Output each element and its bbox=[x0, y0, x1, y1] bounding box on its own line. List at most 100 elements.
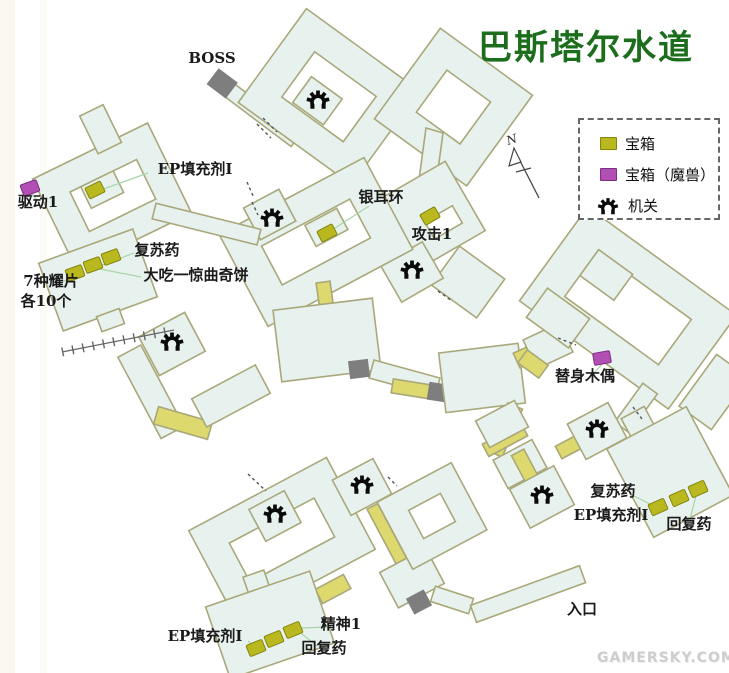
map-label: 7种耀片 bbox=[23, 272, 78, 290]
watermark: GAMERSKY.COM bbox=[597, 650, 729, 666]
label-connector-line bbox=[331, 205, 370, 231]
label-connector-line bbox=[99, 268, 142, 278]
map-label: 回复药 bbox=[666, 515, 711, 533]
treasure-chest-marker bbox=[282, 621, 304, 639]
treasure-chest-marker bbox=[263, 630, 285, 648]
room-shape bbox=[525, 287, 591, 349]
label-connector-line bbox=[301, 633, 318, 647]
room bbox=[190, 363, 272, 429]
map-label: 驱动1 bbox=[18, 193, 58, 211]
entrance-corridor bbox=[469, 564, 587, 624]
mechanism-room bbox=[508, 464, 576, 530]
corridor-shape bbox=[469, 564, 587, 624]
monster-chest-marker bbox=[592, 350, 612, 366]
room-shape bbox=[247, 489, 303, 543]
monster-chest-marker bbox=[19, 179, 41, 197]
map-label: 复苏药 bbox=[589, 482, 635, 500]
corridor bbox=[151, 202, 262, 246]
room-shape bbox=[430, 245, 506, 319]
map-label: 替身木偶 bbox=[555, 367, 615, 385]
scan-artifact bbox=[0, 0, 15, 673]
room bbox=[474, 399, 530, 449]
map-label: BOSS bbox=[188, 49, 235, 67]
corridor-shape bbox=[429, 585, 475, 615]
map-label: 大吃一惊曲奇饼 bbox=[143, 266, 248, 284]
treasure-chest-marker bbox=[687, 480, 709, 498]
corridor bbox=[429, 585, 475, 615]
map-label: 攻击1 bbox=[412, 225, 452, 243]
doll-ring-room bbox=[518, 205, 729, 411]
page-title: 巴斯塔尔水道 bbox=[478, 28, 694, 68]
room-shape bbox=[331, 457, 393, 517]
map-label: 银耳环 bbox=[358, 188, 403, 206]
room-shape bbox=[95, 307, 126, 333]
room-shape bbox=[291, 75, 344, 126]
bottom-chest-room bbox=[204, 569, 336, 673]
room bbox=[677, 353, 729, 431]
room-shape bbox=[605, 405, 729, 539]
corridor-shape bbox=[151, 202, 262, 246]
door-block bbox=[405, 589, 433, 615]
treasure-chest-marker bbox=[100, 248, 122, 266]
legend-label: 机关 bbox=[628, 197, 659, 215]
map-label: 复苏药 bbox=[133, 241, 179, 259]
door bbox=[405, 589, 433, 615]
room-shape bbox=[190, 363, 272, 429]
door-connections bbox=[246, 117, 643, 492]
map-markers-layer: BOSSEP填充剂I驱动1复苏药大吃一惊曲奇饼7种耀片各10个银耳环攻击1替身木… bbox=[18, 49, 712, 657]
map-label: EP填充剂I bbox=[158, 160, 233, 178]
compass: N bbox=[504, 131, 540, 199]
mechanism-room bbox=[331, 457, 413, 574]
room-shape bbox=[437, 342, 527, 414]
corridor-shape bbox=[516, 348, 550, 380]
treasure-chest-marker bbox=[245, 639, 267, 657]
map-label: EP填充剂I bbox=[168, 627, 243, 645]
scan-artifact bbox=[40, 0, 47, 673]
legend-label: 宝箱（魔兽） bbox=[625, 166, 716, 184]
map-label: 各10个 bbox=[20, 292, 73, 310]
mechanism-room bbox=[137, 311, 207, 377]
mechanism-room bbox=[247, 489, 303, 543]
room-shape bbox=[375, 461, 489, 571]
legend-item-treasure: 宝箱 bbox=[600, 133, 718, 154]
central-hall-east bbox=[437, 342, 527, 414]
room-shape bbox=[518, 205, 729, 411]
room-shape bbox=[373, 27, 534, 187]
door bbox=[347, 358, 371, 380]
left-chest-room bbox=[37, 228, 159, 333]
legend-label: 宝箱 bbox=[625, 135, 656, 153]
legend-item-mechanism: 机关 bbox=[597, 195, 718, 216]
corridor bbox=[152, 405, 214, 441]
boss-ring-room-east bbox=[373, 27, 534, 187]
room bbox=[525, 287, 591, 349]
corridor bbox=[516, 348, 550, 380]
room-shape bbox=[474, 399, 530, 449]
treasure-chest-marker bbox=[419, 206, 441, 226]
room-shape bbox=[204, 570, 336, 673]
corridor-shape bbox=[152, 405, 214, 441]
treasure-chest-marker bbox=[64, 264, 86, 282]
map-label: 精神1 bbox=[321, 615, 361, 633]
map-label: 入口 bbox=[567, 600, 597, 618]
room-shape bbox=[78, 103, 123, 155]
compass-north-label: N bbox=[504, 131, 520, 148]
room-shape bbox=[578, 248, 634, 302]
legend-item-monster: 宝箱（魔兽） bbox=[600, 164, 718, 185]
treasure-chest-marker bbox=[84, 180, 106, 200]
monster-chest-icon bbox=[600, 168, 617, 181]
treasure-chest-icon bbox=[600, 137, 617, 150]
label-connector-line bbox=[97, 172, 149, 192]
right-chest-room bbox=[605, 405, 729, 539]
map-label: EP填充剂I bbox=[574, 506, 649, 524]
gear-icon bbox=[597, 197, 619, 214]
door-block bbox=[347, 358, 371, 380]
room-shape bbox=[137, 311, 207, 377]
room-shape bbox=[508, 464, 576, 530]
room-shape bbox=[218, 156, 414, 328]
map-label: 回复药 bbox=[301, 639, 346, 657]
room-shape bbox=[677, 353, 729, 431]
track-line bbox=[61, 325, 175, 357]
legend: 宝箱 宝箱（魔兽） 机关 bbox=[578, 118, 720, 220]
